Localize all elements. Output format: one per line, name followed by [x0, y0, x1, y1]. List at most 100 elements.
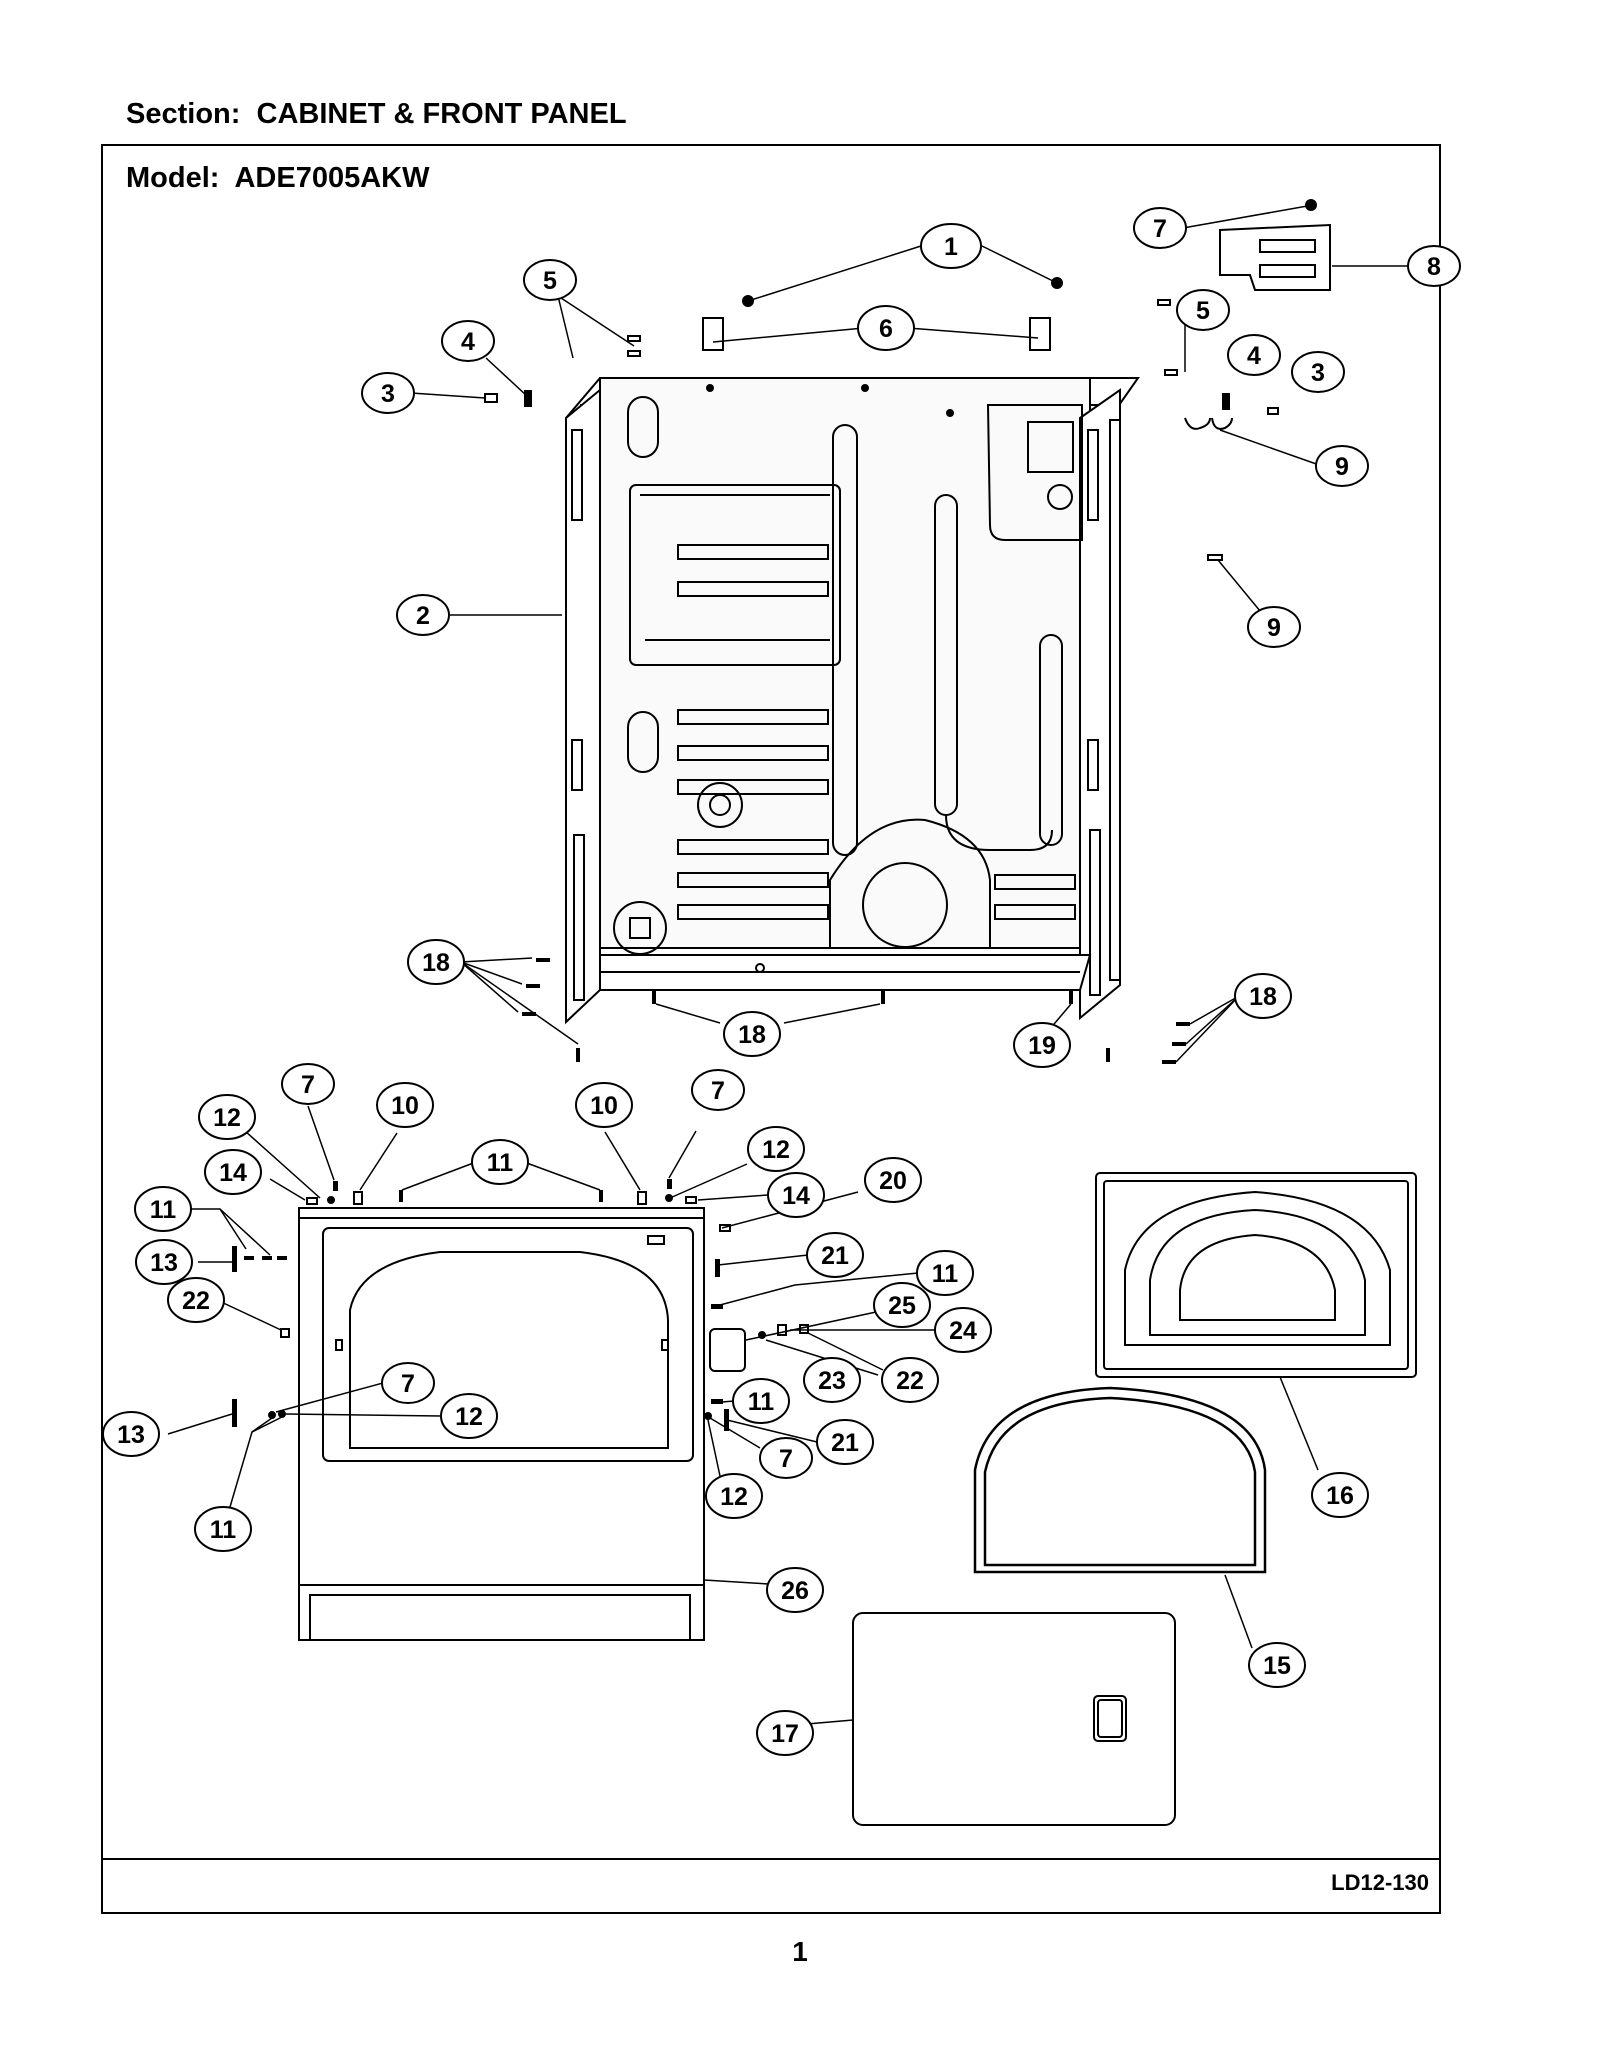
diagram-frame: LD12-130: [101, 144, 1441, 1914]
drawing-code: LD12-130: [1331, 1870, 1429, 1895]
door-seal-drawing: [973, 1386, 1267, 1574]
callout-26: 26: [766, 1567, 824, 1613]
callout-23: 23: [803, 1357, 861, 1403]
callout-11-right-upper: 11: [916, 1250, 974, 1296]
callout-10-right-label: 10: [590, 1092, 618, 1120]
door-outer-drawing: [852, 1612, 1176, 1826]
callout-6: 6: [857, 305, 915, 351]
callout-9-lower: 9: [1247, 606, 1301, 648]
callout-21-upper: 21: [806, 1232, 864, 1278]
callout-7-b: 7: [691, 1069, 745, 1111]
callout-11-right-upper-label: 11: [932, 1260, 959, 1288]
callout-5-right-label: 5: [1196, 297, 1210, 325]
callout-15: 15: [1248, 1642, 1306, 1688]
callout-14-right: 14: [767, 1172, 825, 1218]
callout-1-label: 1: [944, 233, 958, 261]
callout-11-bottom-label: 11: [210, 1516, 237, 1544]
callout-10-left: 10: [376, 1082, 434, 1128]
callout-4-left: 4: [441, 320, 495, 362]
callout-13-upper-label: 13: [150, 1249, 178, 1277]
callout-7-a-label: 7: [301, 1071, 315, 1099]
callout-12-right-label: 12: [762, 1136, 790, 1164]
callout-10-left-label: 10: [391, 1092, 419, 1120]
callout-11-top: 11: [471, 1139, 529, 1185]
bottom-screws: [522, 958, 1190, 1064]
callout-7-d-label: 7: [779, 1445, 793, 1473]
callout-4-right: 4: [1227, 334, 1281, 376]
callout-22-right: 22: [881, 1357, 939, 1403]
callout-7-a: 7: [281, 1063, 335, 1105]
callout-11-bottom: 11: [194, 1506, 252, 1552]
model-label: Model:: [126, 162, 220, 194]
door-inner-drawing: [1095, 1172, 1417, 1378]
callout-7-top-label: 7: [1153, 215, 1167, 243]
callout-12-left: 12: [198, 1094, 256, 1140]
callout-5-left-label: 5: [543, 267, 557, 295]
front-panel-drawing: [298, 1207, 705, 1641]
callout-26-label: 26: [781, 1577, 809, 1605]
callout-21-lower: 21: [816, 1419, 874, 1465]
callout-3-left: 3: [361, 372, 415, 414]
callout-18-right: 18: [1234, 973, 1292, 1019]
callout-6-label: 6: [879, 315, 893, 343]
callout-23-label: 23: [818, 1367, 846, 1395]
callout-13-lower: 13: [102, 1411, 160, 1457]
callout-21-lower-label: 21: [831, 1429, 859, 1457]
callout-12-center-label: 12: [455, 1403, 483, 1431]
callout-8-label: 8: [1427, 253, 1441, 281]
section-label: Section:: [126, 98, 241, 130]
callout-14-left-label: 14: [219, 1159, 247, 1187]
callout-18-center-label: 18: [738, 1021, 766, 1049]
callout-21-upper-label: 21: [821, 1242, 849, 1270]
callout-22-left: 22: [167, 1277, 225, 1323]
callout-3-right: 3: [1291, 351, 1345, 393]
callout-17: 17: [756, 1710, 814, 1756]
footer-divider: [103, 1858, 1439, 1860]
callout-24-label: 24: [949, 1317, 977, 1345]
callout-22-left-label: 22: [182, 1287, 210, 1315]
callout-4-left-label: 4: [461, 328, 475, 356]
callout-25-label: 25: [888, 1292, 916, 1320]
callout-9-lower-label: 9: [1267, 614, 1281, 642]
callout-18-left: 18: [407, 939, 465, 985]
callout-2-label: 2: [416, 602, 430, 630]
callout-11-left: 11: [134, 1186, 192, 1232]
callout-11-right-lower: 11: [732, 1378, 790, 1424]
callout-5-right: 5: [1176, 289, 1230, 331]
callout-19: 19: [1013, 1022, 1071, 1068]
section-title: Section: CABINET & FRONT PANEL: [126, 98, 627, 131]
callout-11-left-label: 11: [150, 1196, 177, 1224]
callout-18-center: 18: [723, 1011, 781, 1057]
callout-20: 20: [864, 1157, 922, 1203]
callout-10-right: 10: [575, 1082, 633, 1128]
callout-14-left: 14: [204, 1149, 262, 1195]
callout-7-d: 7: [759, 1437, 813, 1479]
callout-8: 8: [1407, 245, 1461, 287]
leader-lines: [167, 204, 1412, 1725]
callout-20-label: 20: [879, 1167, 907, 1195]
callout-11-right-lower-label: 11: [748, 1388, 775, 1416]
callout-16-label: 16: [1326, 1482, 1354, 1510]
callout-12-bottom-label: 12: [720, 1483, 748, 1511]
callout-25: 25: [873, 1282, 931, 1328]
callout-9-upper-label: 9: [1335, 453, 1349, 481]
page-number: 1: [792, 1936, 808, 1967]
callout-12-right: 12: [747, 1126, 805, 1172]
model-title: Model: ADE7005AKW: [126, 162, 429, 195]
callout-15-label: 15: [1263, 1652, 1291, 1680]
callout-7-b-label: 7: [711, 1077, 725, 1105]
callout-7-c-label: 7: [401, 1370, 415, 1398]
callout-11-top-label: 11: [487, 1149, 514, 1177]
callout-5-left: 5: [523, 259, 577, 301]
callout-12-center: 12: [440, 1393, 498, 1439]
callout-3-left-label: 3: [381, 380, 395, 408]
callout-16: 16: [1311, 1472, 1369, 1518]
callout-4-right-label: 4: [1247, 342, 1261, 370]
callout-3-right-label: 3: [1311, 359, 1325, 387]
callout-2: 2: [396, 594, 450, 636]
callout-24: 24: [934, 1307, 992, 1353]
cabinet-drawing: [565, 377, 1140, 1025]
callout-18-left-label: 18: [422, 949, 450, 977]
callout-19-label: 19: [1028, 1032, 1056, 1060]
